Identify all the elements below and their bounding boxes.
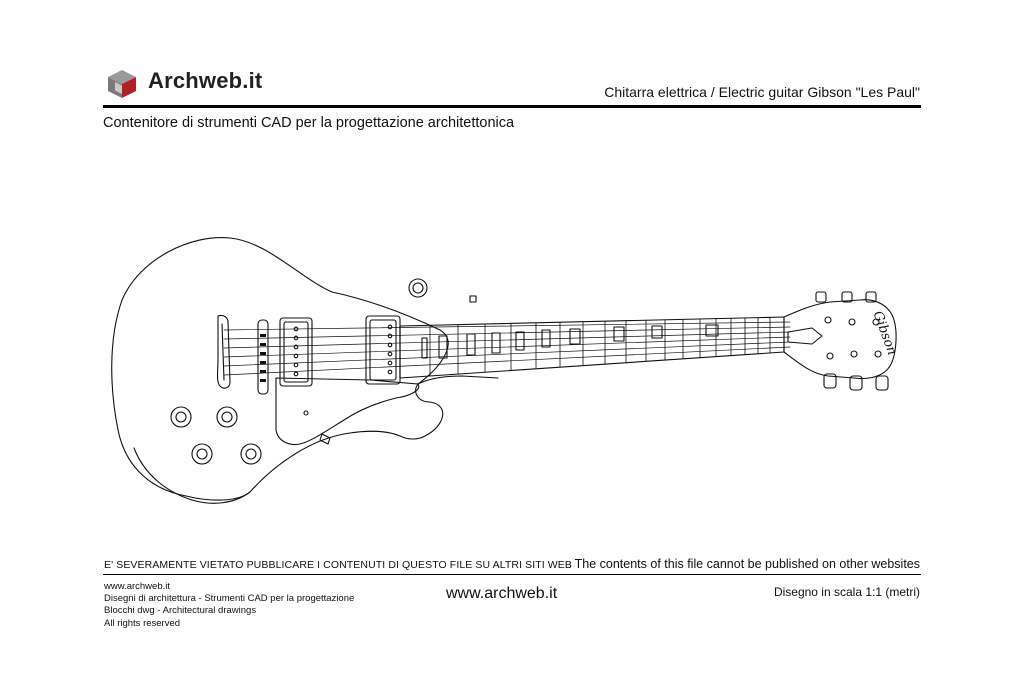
logo-text: Archweb.it (148, 68, 263, 93)
selector-switch-ring (408, 278, 428, 298)
strap-button (469, 295, 477, 303)
footer-line: Disegni di architettura - Strumenti CAD … (104, 593, 355, 605)
cutaway-arm (417, 375, 499, 385)
tuner-pegs-top (815, 291, 880, 326)
footer-line: All rights reserved (104, 617, 181, 629)
drawing-title: Chitarra elettrica / Electric guitar Gib… (604, 84, 920, 100)
selector-switch-knob (412, 282, 424, 294)
tailpiece (216, 314, 231, 389)
footer-website-link[interactable]: www.archweb.it (446, 585, 558, 602)
drawing-scale: Disegno in scala 1:1 (metri) (773, 585, 920, 599)
guitar-drawing: Gibson (111, 237, 900, 504)
bridge-pickup (279, 317, 313, 387)
guitar-body-bevel (133, 447, 251, 504)
headstock-logo: Gibson (870, 309, 900, 357)
pickguard-screw (303, 410, 309, 416)
footer-divider (103, 574, 921, 575)
footer-info: www.archweb.it Disegni di architettura -… (104, 581, 354, 630)
tuner-pegs-bottom (823, 350, 889, 391)
tailpiece-detail (221, 323, 225, 381)
strings (223, 321, 791, 376)
selector-tip (319, 433, 331, 445)
bridge-saddles (260, 334, 266, 382)
footer-line: Blocchi dwg - Architectural drawings (104, 605, 257, 617)
bridge (257, 319, 269, 395)
neck-pickup (365, 315, 401, 385)
copyright-notice-english: The contents of this file cannot be publ… (574, 557, 920, 571)
truss-rod-cover (787, 327, 823, 345)
pickguard (275, 377, 420, 446)
archweb-logo-icon (108, 70, 136, 98)
footer-line: www.archweb.it (104, 581, 170, 592)
page-subtitle: Contenitore di strumenti CAD per la prog… (103, 115, 515, 131)
control-knobs (170, 406, 262, 465)
copyright-notice-italian: E' SEVERAMENTE VIETATO PUBBLICARE I CONT… (104, 559, 572, 571)
headstock (783, 299, 897, 380)
header-divider (103, 105, 921, 108)
